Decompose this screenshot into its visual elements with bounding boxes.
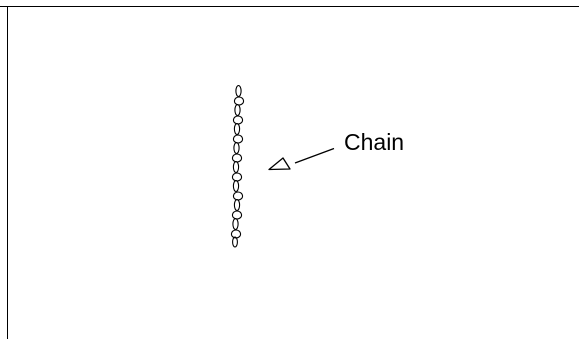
chain-link <box>231 210 243 220</box>
chain-link <box>232 134 244 144</box>
chain-link <box>231 172 243 182</box>
chain-link <box>234 103 241 117</box>
callout-arrow <box>268 147 335 171</box>
chain-illustration <box>230 84 245 248</box>
arrowhead <box>268 157 291 171</box>
chain-link <box>231 153 243 163</box>
chain-link <box>232 236 238 248</box>
chain-link <box>232 160 240 174</box>
chain-link <box>233 141 240 155</box>
chain-label: Chain <box>344 129 405 155</box>
chain-link <box>232 191 244 201</box>
chain-link <box>232 179 240 193</box>
chain-link <box>232 115 244 125</box>
chain-link <box>233 198 241 212</box>
chain-link <box>235 84 242 98</box>
arrow-shaft <box>294 147 335 164</box>
chain-link <box>232 217 239 231</box>
chain-link <box>233 96 245 106</box>
chain-link <box>233 122 241 136</box>
